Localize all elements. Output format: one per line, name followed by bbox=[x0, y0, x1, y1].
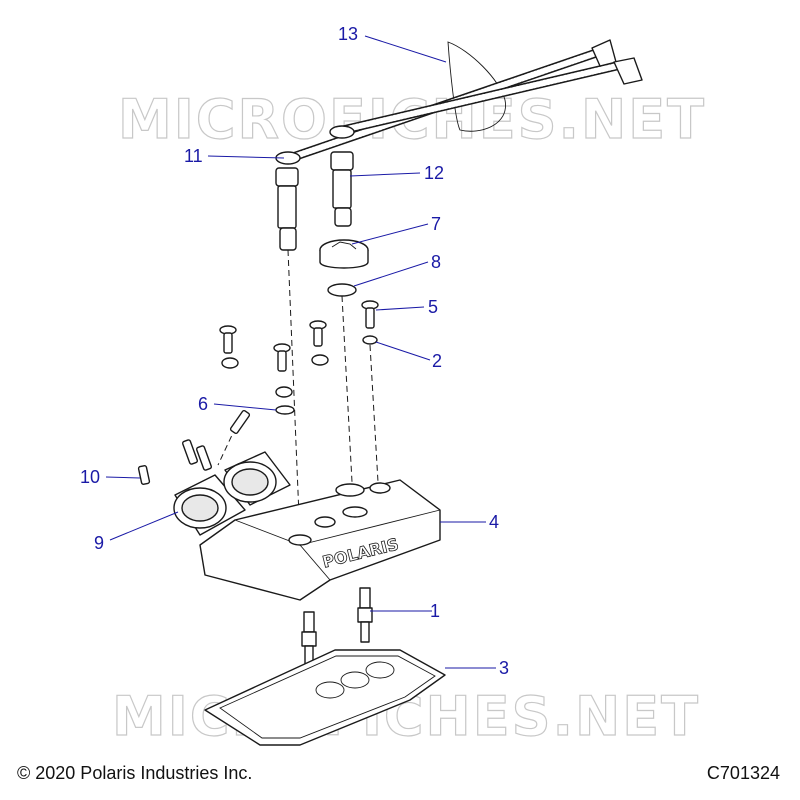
callout-7: 7 bbox=[431, 214, 441, 234]
part-12-plug-boot bbox=[329, 125, 355, 227]
part-13-ignition-wires bbox=[285, 39, 643, 163]
callout-1: 1 bbox=[430, 601, 440, 621]
part-1-spark-plugs bbox=[301, 587, 373, 669]
callout-6: 6 bbox=[198, 394, 208, 414]
callout-9: 9 bbox=[94, 533, 104, 553]
cover-bolts bbox=[219, 320, 329, 398]
part-6-washer bbox=[275, 405, 295, 415]
figure-code: C701324 bbox=[706, 763, 780, 783]
callout-numbers: 13 11 12 7 8 5 2 6 10 9 4 1 3 bbox=[80, 24, 509, 678]
callout-10: 10 bbox=[80, 467, 100, 487]
part-2-grommet bbox=[362, 335, 378, 345]
callout-2: 2 bbox=[432, 351, 442, 371]
part-11-plug-boot bbox=[275, 151, 301, 251]
callout-4: 4 bbox=[489, 512, 499, 532]
part-9-intake-boots bbox=[173, 451, 291, 536]
part-3-gasket bbox=[204, 649, 446, 746]
callout-8: 8 bbox=[431, 252, 441, 272]
leader-lines bbox=[105, 35, 496, 669]
alignment-lines bbox=[217, 249, 379, 541]
callout-12: 12 bbox=[424, 163, 444, 183]
copyright-notice: © 2020 Polaris Industries Inc. bbox=[17, 763, 253, 783]
part-7-oil-cap bbox=[319, 239, 369, 269]
callout-5: 5 bbox=[428, 297, 438, 317]
callout-13: 13 bbox=[338, 24, 358, 44]
callout-11: 11 bbox=[184, 146, 203, 166]
part-8-o-ring bbox=[327, 283, 357, 297]
part-10-bolt bbox=[137, 409, 251, 485]
part-5-bolt bbox=[361, 300, 379, 329]
callout-3: 3 bbox=[499, 658, 509, 678]
